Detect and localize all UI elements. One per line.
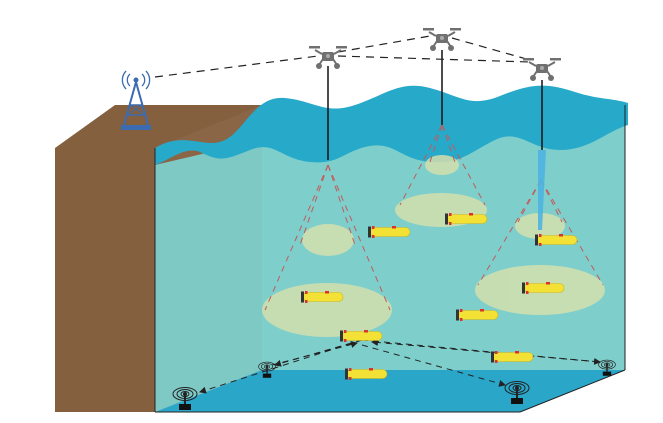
coverage-zone xyxy=(302,224,354,256)
uav-tethers xyxy=(327,50,543,160)
auv-9 xyxy=(344,367,388,381)
sea-floor xyxy=(155,370,625,412)
auv-3 xyxy=(534,233,578,247)
auv-7 xyxy=(339,329,383,343)
uav-drone-1 xyxy=(308,45,348,70)
auv-8 xyxy=(490,350,534,364)
light-beam xyxy=(538,150,546,230)
uav-drone-3 xyxy=(522,57,562,82)
auv-2 xyxy=(444,212,488,226)
auv-6 xyxy=(455,308,499,322)
acoustic-links xyxy=(199,339,601,394)
auv-5 xyxy=(521,281,565,295)
coverage-zone xyxy=(262,283,392,337)
water-box-outline xyxy=(154,105,626,413)
sonar-beams xyxy=(264,124,604,311)
air-links xyxy=(154,35,531,78)
auv-1 xyxy=(367,225,411,239)
sea-surface xyxy=(155,85,628,165)
radio-tower-icon xyxy=(121,70,151,130)
auv-4 xyxy=(300,290,344,304)
coverage-zone xyxy=(425,155,459,175)
